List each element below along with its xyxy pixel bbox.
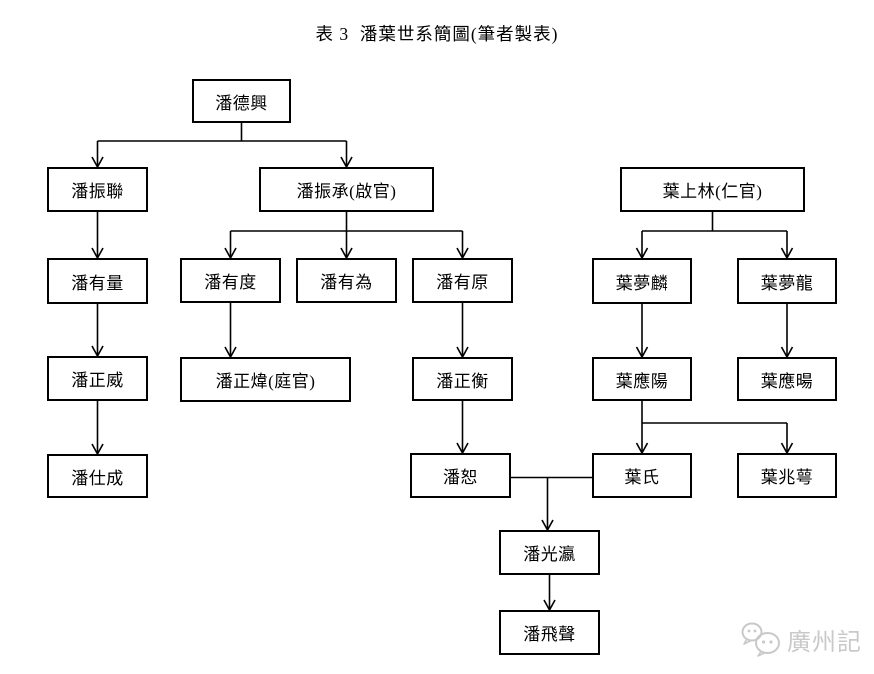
tree-node-pan_youyuan: 潘有原: [412, 258, 513, 303]
tree-node-ye_zhaoe: 葉兆萼: [737, 453, 837, 498]
watermark-text: 廣州記: [787, 628, 862, 656]
tree-node-ye_shi: 葉氏: [592, 453, 692, 498]
tree-node-pan_youwei: 潘有為: [296, 258, 397, 303]
tree-node-ye_menglong: 葉夢龍: [737, 258, 837, 304]
tree-node-ye_shanglin: 葉上林(仁官): [620, 167, 805, 212]
edge-pan_youliang: [91, 304, 104, 358]
tree-node-pan_dexing: 潘德興: [192, 79, 291, 123]
tree-node-pan_zhengwei2: 潘正煒(庭官): [180, 357, 351, 402]
edge-ye_yingyang: [635, 401, 794, 455]
tree-node-pan_guangying: 潘光瀛: [499, 530, 600, 575]
tree-node-pan_feisheng: 潘飛聲: [499, 610, 600, 655]
tree-node-pan_zhengheng: 潘正衡: [412, 357, 513, 401]
edge-pan_zhengheng: [456, 401, 469, 455]
tree-node-ye_yingyang: 葉應陽: [592, 357, 692, 401]
edge-pan_guangying: [543, 575, 556, 612]
edge-pan_zhenlian: [91, 212, 104, 260]
edge-ye_menglin: [635, 304, 649, 359]
edge-marriage-pan_shu-ye_shi: [511, 476, 592, 532]
edge-ye_menglong: [780, 304, 794, 359]
tree-node-pan_shu: 潘恕: [410, 453, 511, 498]
tree-node-pan_zhenlian: 潘振聯: [47, 167, 148, 212]
tree-node-pan_shicheng: 潘仕成: [47, 454, 148, 498]
edge-pan_zhengwei: [91, 401, 104, 456]
edge-ye_shanglin: [635, 212, 794, 260]
edge-pan_zhencheng: [224, 212, 469, 260]
tree-node-ye_yingyang2: 葉應暘: [737, 357, 837, 401]
edge-pan_dexing: [91, 123, 353, 169]
tree-node-pan_zhencheng: 潘振承(啟官): [259, 167, 434, 212]
edge-pan_youdu: [224, 303, 237, 359]
edge-pan_youyuan: [456, 303, 469, 359]
tree-node-pan_youliang: 潘有量: [47, 258, 148, 304]
wechat-icon: [741, 622, 780, 657]
diagram-title: 表 3 潘葉世系簡圖(筆者製表): [315, 24, 559, 44]
tree-node-ye_menglin: 葉夢麟: [592, 258, 692, 304]
watermark: 廣州記: [740, 621, 862, 657]
tree-node-pan_zhengwei: 潘正威: [47, 356, 148, 401]
tree-node-pan_youdu: 潘有度: [180, 258, 281, 303]
